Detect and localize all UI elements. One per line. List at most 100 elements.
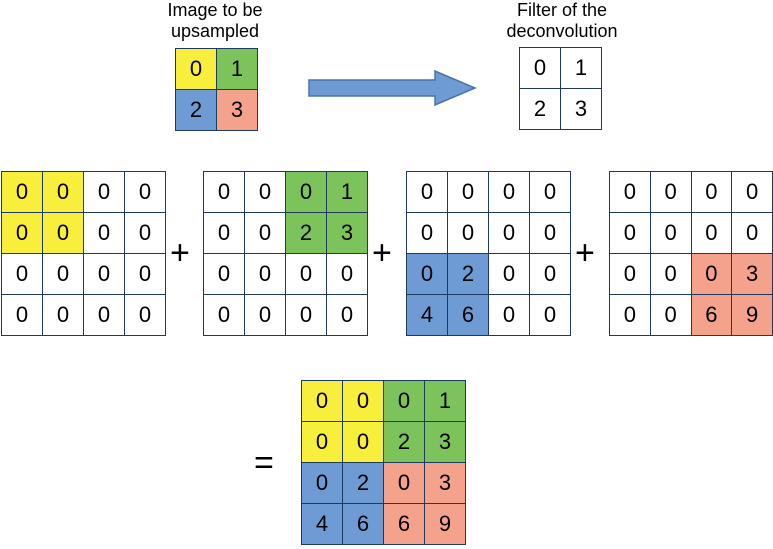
matrix-cell: 0 bbox=[244, 253, 286, 295]
matrix-cell: 0 bbox=[529, 171, 571, 213]
matrix-cell: 1 bbox=[424, 380, 466, 422]
matrix-cell: 1 bbox=[560, 47, 602, 89]
plus-operator-1: + bbox=[170, 234, 190, 272]
matrix-cell: 0 bbox=[175, 48, 217, 90]
matrix-cell: 0 bbox=[244, 212, 286, 254]
matrix-cell: 0 bbox=[244, 294, 286, 336]
matrix-cell: 0 bbox=[285, 294, 327, 336]
matrix-cell: 0 bbox=[124, 253, 166, 295]
plus-operator-2: + bbox=[372, 234, 392, 272]
matrix-cell: 0 bbox=[383, 462, 425, 504]
matrix-cell: 0 bbox=[519, 47, 561, 89]
matrix-cell: 3 bbox=[216, 89, 258, 131]
matrix-cell: 0 bbox=[326, 253, 368, 295]
matrix-cell: 0 bbox=[1, 171, 43, 213]
matrix-cell: 0 bbox=[1, 253, 43, 295]
matrix-cell: 0 bbox=[731, 171, 773, 213]
matrix-cell: 0 bbox=[690, 171, 733, 213]
matrix-cell: 0 bbox=[609, 294, 651, 336]
matrix-cell: 2 bbox=[447, 253, 489, 295]
matrix-cell: 0 bbox=[42, 294, 84, 336]
matrix-cell: 3 bbox=[731, 253, 773, 295]
matrix-cell: 0 bbox=[285, 253, 327, 295]
matrix-cell: 0 bbox=[447, 212, 489, 254]
matrix-cell: 2 bbox=[175, 89, 217, 131]
matrix-cell: 0 bbox=[690, 212, 733, 254]
matrix-cell: 0 bbox=[609, 212, 651, 254]
matrix-cell: 9 bbox=[731, 294, 773, 336]
matrix-cell: 0 bbox=[529, 253, 571, 295]
matrix-cell: 0 bbox=[1, 212, 43, 254]
matrix-cell: 0 bbox=[203, 253, 245, 295]
matrix-cell: 0 bbox=[447, 171, 489, 213]
matrix-cell: 0 bbox=[83, 171, 125, 213]
matrix-cell: 0 bbox=[488, 212, 530, 254]
matrix-cell: 0 bbox=[649, 171, 692, 213]
matrix-cell: 0 bbox=[406, 253, 448, 295]
matrix-cell: 0 bbox=[83, 294, 125, 336]
matrix-cell: 2 bbox=[285, 212, 327, 254]
matrix-cell: 0 bbox=[609, 253, 651, 295]
matrix-cell: 0 bbox=[342, 421, 384, 463]
input-image-label: Image to be upsampled bbox=[167, 0, 263, 41]
matrix-cell: 0 bbox=[1, 294, 43, 336]
matrix-cell: 0 bbox=[285, 171, 327, 213]
matrix-cell: 0 bbox=[301, 421, 343, 463]
matrix-cell: 0 bbox=[406, 212, 448, 254]
matrix-cell: 0 bbox=[488, 171, 530, 213]
matrix-cell: 0 bbox=[383, 380, 425, 422]
matrix-cell: 0 bbox=[529, 294, 571, 336]
matrix-cell: 3 bbox=[424, 462, 466, 504]
matrix-cell: 0 bbox=[124, 171, 166, 213]
matrix-cell: 0 bbox=[42, 171, 84, 213]
matrix-cell: 2 bbox=[383, 421, 425, 463]
matrix-cell: 0 bbox=[488, 253, 530, 295]
arrow-icon bbox=[308, 69, 477, 107]
matrix-cell: 0 bbox=[326, 294, 368, 336]
matrix-cell: 0 bbox=[244, 171, 286, 213]
matrix-cell: 2 bbox=[342, 462, 384, 504]
matrix-cell: 1 bbox=[326, 171, 368, 213]
matrix-cell: 0 bbox=[42, 212, 84, 254]
matrix-cell: 0 bbox=[649, 253, 692, 295]
matrix-cell: 0 bbox=[203, 171, 245, 213]
matrix-cell: 0 bbox=[301, 380, 343, 422]
matrix-cell: 6 bbox=[447, 294, 489, 336]
matrix-cell: 0 bbox=[690, 253, 733, 295]
matrix-cell: 0 bbox=[124, 212, 166, 254]
matrix-cell: 6 bbox=[690, 294, 733, 336]
matrix-cell: 6 bbox=[342, 503, 384, 545]
matrix-cell: 0 bbox=[301, 462, 343, 504]
matrix-cell: 0 bbox=[342, 380, 384, 422]
matrix-cell: 0 bbox=[83, 212, 125, 254]
matrix-cell: 0 bbox=[203, 294, 245, 336]
matrix-cell: 6 bbox=[383, 503, 425, 545]
matrix-cell: 0 bbox=[649, 212, 692, 254]
matrix-cell: 0 bbox=[649, 294, 692, 336]
matrix-cell: 1 bbox=[216, 48, 258, 90]
matrix-cell: 0 bbox=[609, 171, 651, 213]
